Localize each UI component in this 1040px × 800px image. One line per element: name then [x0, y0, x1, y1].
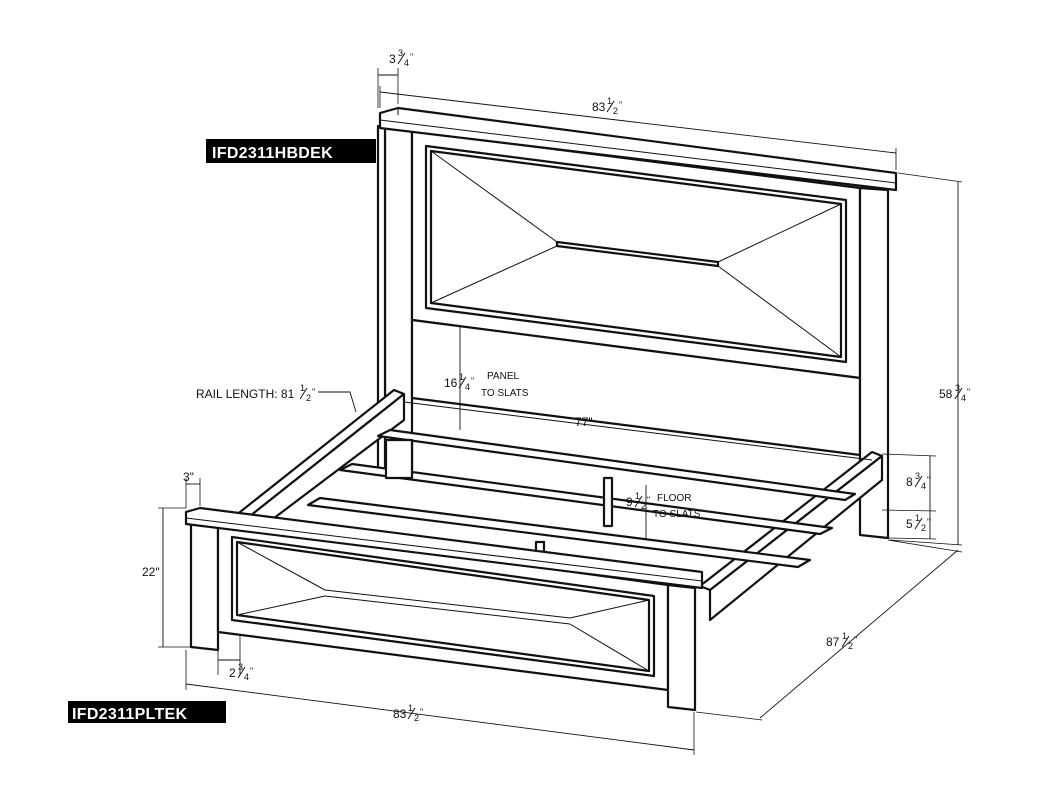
- footboard-inner-frame: [230, 535, 656, 678]
- svg-text:TO SLATS: TO SLATS: [653, 509, 701, 520]
- slat-back: [376, 428, 857, 502]
- slat-front: [306, 496, 812, 569]
- dim-inner-width: 77": [575, 415, 593, 429]
- dim-footboard-leg-clearance: 2 3 4 ": [229, 662, 253, 682]
- dim-footboard-width: 83 1 2 ": [393, 703, 423, 723]
- svg-text:1: 1: [842, 631, 847, 641]
- svg-text:": ": [927, 517, 930, 527]
- svg-text:5: 5: [906, 517, 913, 531]
- svg-text:1: 1: [408, 703, 413, 713]
- dim-rail-length: RAIL LENGTH: 81 1 2 ": [196, 383, 315, 403]
- svg-text:8: 8: [906, 475, 913, 489]
- dim-headboard-top-thickness: 3 3 4 ": [389, 48, 413, 68]
- svg-text:3: 3: [389, 52, 396, 66]
- svg-text:2: 2: [306, 393, 311, 403]
- dimension-labels: 3 3 4 " 83 1 2 " 58 3 4 " 8 3 4 ": [142, 48, 970, 723]
- svg-text:4: 4: [961, 393, 966, 403]
- svg-text:": ": [250, 666, 253, 676]
- headboard-top-cap: [378, 106, 898, 192]
- svg-text:1: 1: [915, 513, 920, 523]
- svg-text:16: 16: [444, 376, 458, 390]
- svg-text:2: 2: [641, 501, 646, 511]
- svg-text:83: 83: [393, 707, 407, 721]
- svg-text:": ": [927, 475, 930, 485]
- dim-rail-clearance: 5 1 2 ": [906, 513, 930, 533]
- svg-text:": ": [647, 495, 650, 505]
- svg-text:": ": [854, 635, 857, 645]
- svg-text:87: 87: [826, 635, 840, 649]
- dim-overall-height: 58 3 4 ": [939, 383, 970, 403]
- dim-panel-to-slats: 16 1 4 " PANEL TO SLATS: [444, 371, 529, 399]
- svg-text:FLOOR: FLOOR: [657, 493, 691, 504]
- svg-text:1: 1: [300, 383, 305, 393]
- svg-text:3: 3: [955, 383, 960, 393]
- dim-footboard-top-thickness: 3": [183, 470, 194, 484]
- svg-text:": ": [619, 100, 622, 110]
- headboard-code-label: IFD2311HBDEK: [212, 145, 333, 162]
- svg-text:3: 3: [238, 662, 243, 672]
- svg-text:4: 4: [404, 58, 409, 68]
- svg-text:2: 2: [921, 523, 926, 533]
- svg-text:2: 2: [848, 641, 853, 651]
- dim-overall-length: 87 1 2 ": [826, 631, 857, 651]
- center-leg-back: [602, 476, 614, 528]
- footboard: [184, 506, 704, 712]
- svg-text:2: 2: [414, 713, 419, 723]
- svg-text:2: 2: [229, 666, 236, 680]
- svg-text:83: 83: [592, 100, 606, 114]
- footboard-right-leg: [666, 583, 697, 712]
- svg-text:3: 3: [398, 48, 403, 58]
- svg-text:4: 4: [921, 481, 926, 491]
- slat-middle: [338, 462, 834, 536]
- headboard: [376, 106, 898, 540]
- bed-frame-rails: [233, 388, 884, 622]
- svg-text:PANEL: PANEL: [487, 371, 519, 382]
- svg-text:1: 1: [607, 96, 612, 106]
- svg-text:9: 9: [626, 495, 633, 509]
- footboard-top-cap: [184, 506, 704, 590]
- headboard-left-leg: [384, 438, 414, 480]
- svg-text:58: 58: [939, 387, 953, 401]
- dim-headboard-width: 83 1 2 ": [592, 96, 622, 116]
- svg-text:4: 4: [465, 382, 470, 392]
- svg-text:": ": [312, 387, 315, 397]
- svg-text:4: 4: [244, 672, 249, 682]
- svg-text:": ": [420, 707, 423, 717]
- dimension-lines: [158, 68, 963, 755]
- svg-text:": ": [410, 52, 413, 62]
- svg-text:RAIL LENGTH: 81: RAIL LENGTH: 81: [196, 387, 295, 401]
- headboard-inner-frame: [424, 144, 848, 364]
- footboard-code-label: IFD2311PLTEK: [72, 706, 187, 723]
- dim-rail-height: 8 3 4 ": [906, 471, 930, 491]
- svg-text:1: 1: [635, 491, 640, 501]
- dim-footboard-height: 22": [142, 565, 160, 579]
- headboard-code-badge: IFD2311HBDEK: [206, 139, 376, 163]
- footboard-left-leg: [189, 518, 220, 652]
- svg-text:": ": [967, 387, 970, 397]
- svg-text:TO SLATS: TO SLATS: [481, 388, 529, 399]
- dim-floor-to-slats: 9 1 2 " FLOOR TO SLATS: [626, 491, 701, 520]
- svg-text:2: 2: [613, 106, 618, 116]
- svg-text:": ": [471, 376, 474, 386]
- svg-text:1: 1: [459, 372, 464, 382]
- footboard-code-badge: IFD2311PLTEK: [68, 701, 226, 723]
- svg-text:3: 3: [915, 471, 920, 481]
